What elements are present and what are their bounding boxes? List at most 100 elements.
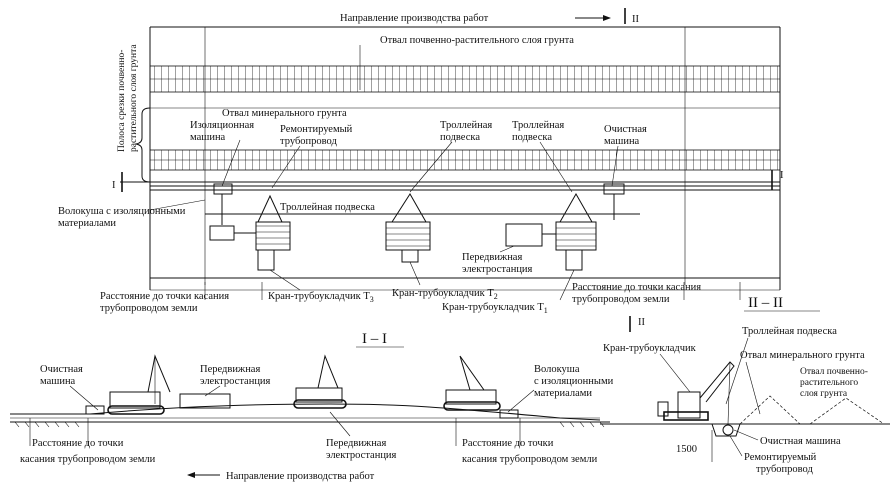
crane-t2-prefix: Кран-трубоукладчик Т	[392, 288, 494, 299]
cleaning-machine-label-1: Очистная	[604, 124, 647, 135]
crane-t3-plan	[209, 194, 291, 271]
trolley1-label-2: подвеска	[440, 132, 480, 143]
repaired-pipe-label-1: Ремонтируемый	[280, 124, 353, 135]
section-i-direction: Направление производства работ	[226, 471, 375, 482]
section-i-mobile-top-1: Передвижная	[200, 364, 260, 375]
section-i-crane-3	[443, 355, 501, 411]
crane-t1-sub: 1	[544, 306, 548, 315]
cleaning-leader	[611, 145, 619, 187]
section-ii-mineral-mound	[739, 395, 801, 425]
section-i-crane-3-body	[445, 389, 497, 405]
section-ii-topsoil-2: растительного	[800, 378, 858, 388]
section-i-crane-1-track	[107, 405, 165, 415]
section-ii-crane-leader	[659, 353, 691, 393]
crane-t3-sub: 3	[370, 295, 374, 304]
drag-leader	[149, 199, 206, 211]
crane-t1-boom	[559, 192, 593, 223]
crane-t1-tracks	[556, 227, 596, 247]
section-i-crane-2	[293, 354, 347, 409]
insulation-leader	[221, 139, 241, 187]
crane-t1-cab	[565, 249, 583, 271]
mobile-station-label-2: электростанция	[462, 264, 533, 275]
crane-t2-cab	[401, 249, 419, 263]
crane-t2-label: Кран-трубоукладчик Т2	[392, 288, 498, 301]
section-i-crane-3-boom	[459, 355, 485, 391]
section-ii-title: II – II	[748, 295, 783, 311]
crane-t2-sub: 2	[494, 292, 498, 301]
repaired-pipe-leader	[271, 145, 301, 189]
section-i-distance-left-1: Расстояние до точки	[32, 438, 124, 449]
section-i-mobile-station	[179, 393, 231, 409]
crane-t3-prefix: Кран-трубоукладчик Т	[268, 291, 370, 302]
plan-direction-label: Направление производства работ	[340, 13, 489, 24]
insulation-machine-label-2: машина	[190, 132, 226, 143]
section-i-drag-2: с изоляционными	[534, 376, 614, 387]
section-ii-mineral-label: Отвал минерального грунта	[740, 350, 865, 361]
crane-t1-plan	[505, 192, 597, 271]
section-i-crane-2-track	[293, 399, 347, 409]
trolley1-leader	[409, 141, 453, 193]
insulation-machine-icon	[213, 183, 233, 195]
section-ii-cleaning-leader	[733, 429, 759, 441]
section-i-crane-1-boom	[147, 354, 171, 393]
plan-view: Направление производства работ II Отвал …	[58, 8, 784, 315]
trolley2-label-1: Троллейная	[512, 120, 564, 131]
crane-t2-plan	[385, 193, 431, 263]
section-i-mobile-top-2: электростанция	[200, 376, 271, 387]
section-i-crane-1	[107, 354, 171, 415]
section-i-distance-right-1: Расстояние до точки	[462, 438, 554, 449]
section-i-label-left: I	[112, 180, 116, 191]
section-ii-trolley-label: Троллейная подвеска	[742, 326, 837, 337]
section-ii-trench	[711, 423, 741, 437]
crane-t2-tracks	[386, 227, 430, 247]
section-i-label-right: I	[780, 170, 784, 181]
section-i-title: I – I	[362, 331, 387, 347]
trolley1-label-1: Троллейная	[440, 120, 492, 131]
crane-t3-tracks	[256, 225, 290, 245]
section-ii-crane-boom	[699, 361, 735, 403]
section-i-distance-right-2: касания трубопроводом земли	[462, 454, 598, 465]
section-i-drag-3: материалами	[534, 388, 592, 399]
crane-t3-boom	[257, 194, 283, 223]
mobile-station-label-1: Передвижная	[462, 252, 522, 263]
section-ii-crane-hook	[727, 361, 731, 425]
distance-left-label-2: трубопроводом земли	[100, 303, 198, 314]
section-i-view: I – I Очистная машина Передвижная электр…	[10, 331, 614, 482]
trolley-main-label: Троллейная подвеска	[280, 202, 375, 213]
section-ii-trolley-leader	[725, 337, 749, 405]
section-i-cleaning-1: Очистная	[40, 364, 83, 375]
distance-left-label-1: Расстояние до точки касания	[100, 291, 229, 302]
crane-t3-leader	[269, 269, 301, 291]
section-ii-crane-body	[677, 391, 701, 419]
crane-t1-prefix: Кран-трубоукладчик Т	[442, 302, 544, 313]
strip-label-line2: растительного слоя грунта	[129, 44, 139, 152]
section-i-drag-leader	[507, 389, 535, 413]
section-ii-view: II – II II Кран-трубоукладчик Троллейная…	[600, 295, 890, 475]
crane-t3-label: Кран-трубоукладчик Т3	[268, 291, 374, 304]
crane-t2-leader	[409, 261, 421, 286]
section-i-crane-2-boom	[317, 354, 339, 389]
section-ii-cleaning-label: Очистная машина	[760, 436, 841, 447]
section-ii-topsoil-1: Отвал почвенно-	[800, 367, 868, 377]
section-i-pipeline	[10, 403, 601, 421]
section-i-distance-left-2: касания трубопроводом земли	[20, 454, 156, 465]
section-ii-pipe	[722, 424, 734, 436]
section-ii-repaired-2: трубопровод	[756, 464, 813, 475]
crane-t2-boom	[391, 193, 427, 223]
crane-t3-cab	[257, 249, 275, 271]
crane-t1-label: Кран-трубоукладчик Т1	[442, 302, 548, 315]
section-i-drag	[499, 409, 519, 419]
section-ii-topsoil-3: слоя грунта	[800, 389, 848, 399]
trolley2-leader	[539, 141, 573, 193]
section-ii-counterweight	[657, 401, 669, 417]
section-i-ground-hatch	[14, 421, 605, 428]
section-ii-mineral-leader	[745, 361, 761, 415]
plan-section-ii-label: II	[632, 14, 639, 25]
section-ii-repaired-leader	[729, 435, 743, 457]
section-ii-crane-label: Кран-трубоукладчик	[603, 343, 697, 354]
section-i-mobile-bottom-leader	[329, 411, 351, 437]
mobile-station-leader	[499, 245, 515, 253]
crane-t3-counterweight	[209, 225, 235, 241]
section-i-cleaning-machine	[85, 405, 105, 415]
